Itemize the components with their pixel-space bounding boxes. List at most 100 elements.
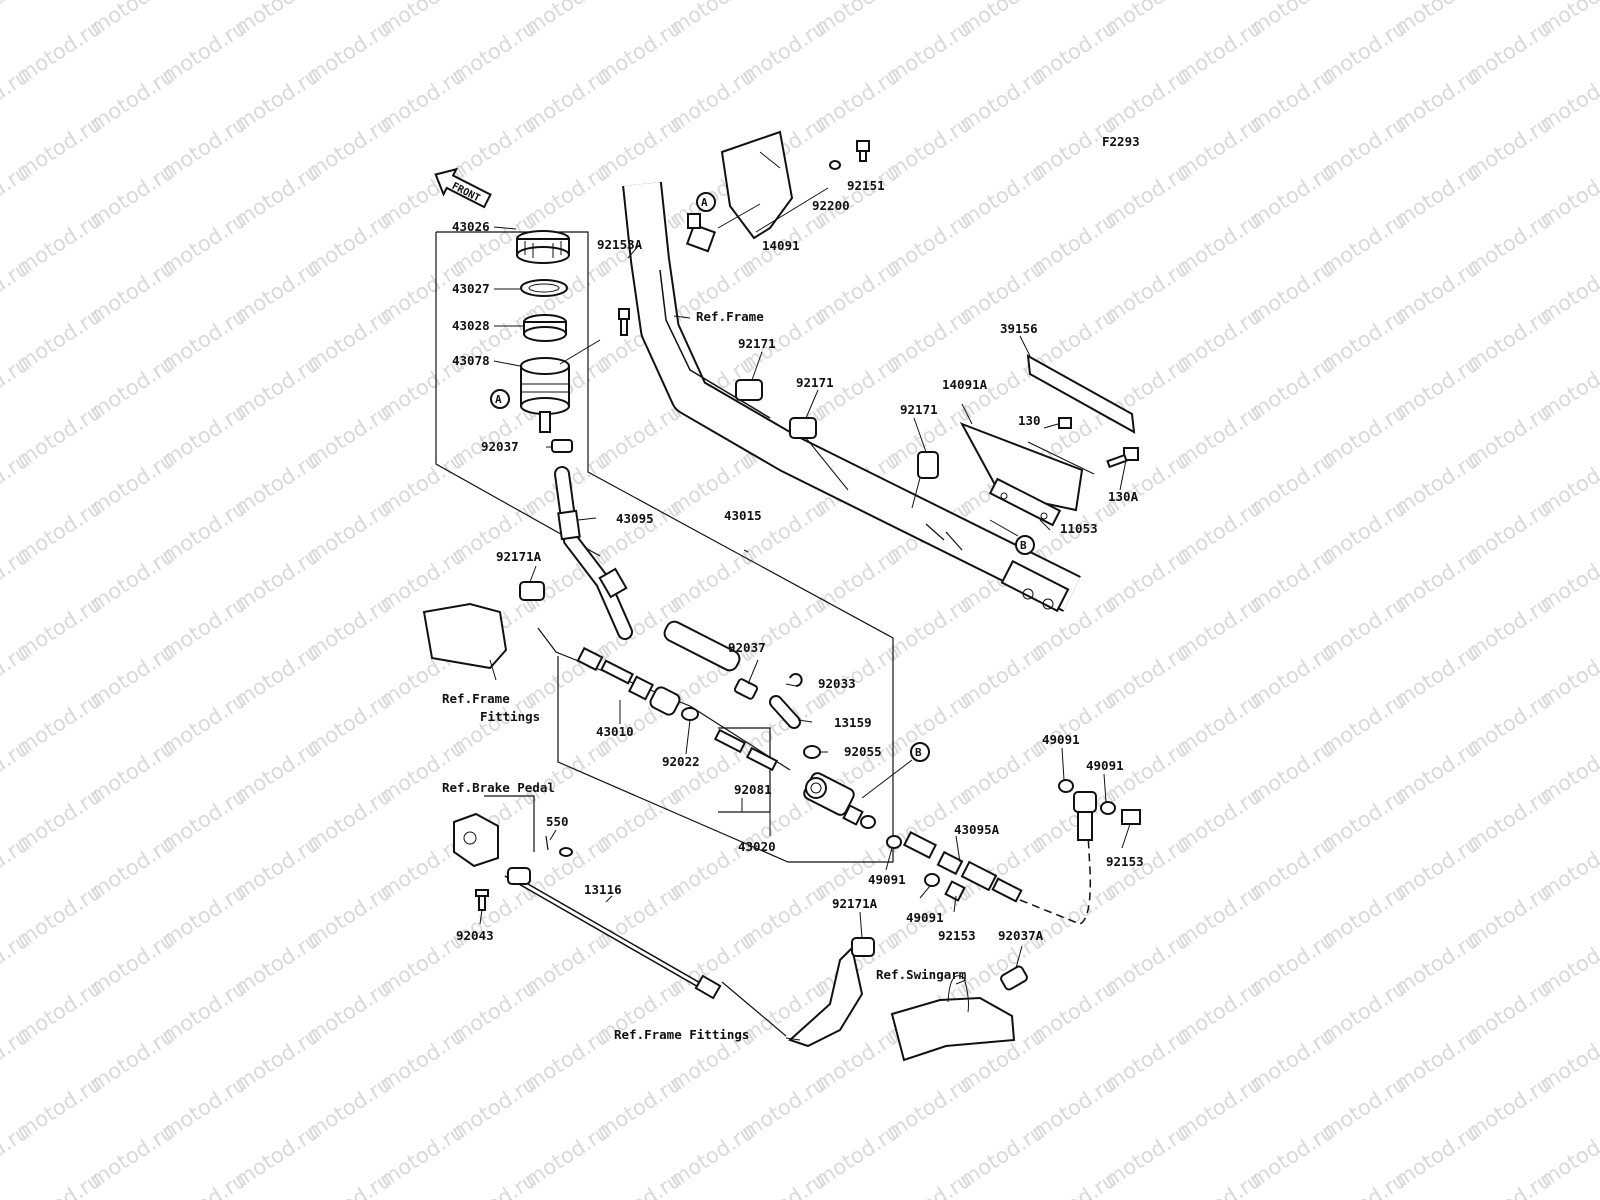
label-49091-a: 49091 — [868, 872, 906, 887]
label-43078: 43078 — [452, 353, 490, 368]
label-92153-a: 92153 — [938, 928, 976, 943]
label-43028: 43028 — [452, 318, 490, 333]
bracket-14091A — [959, 422, 1084, 512]
swingarm-section — [890, 996, 1016, 1062]
leader-92153A-line — [559, 339, 601, 365]
clamp-92037A — [1000, 965, 1028, 991]
label-92171A-bottom: 92171A — [832, 896, 878, 911]
label-ref-frame-fittings-2: Fittings — [480, 709, 540, 724]
label-92022: 92022 — [662, 754, 700, 769]
assembly-outline-bottom — [557, 656, 874, 863]
bolt-92153-b — [1121, 809, 1141, 825]
cover-14091 — [720, 130, 794, 240]
reservoir-cap-43026 — [516, 230, 570, 264]
bolt-92151 — [856, 140, 870, 162]
label-92037A: 92037A — [998, 928, 1044, 943]
callout-leaders — [479, 226, 1131, 1041]
label-ref-frame-fittings-1: Ref.Frame — [442, 691, 510, 706]
washer-49091-a — [886, 835, 902, 849]
frame-band-b — [945, 531, 963, 551]
label-92037-mid: 92037 — [728, 640, 766, 655]
push-rod-end — [694, 974, 722, 1000]
frame-band-a — [925, 523, 945, 541]
reservoir-43078 — [520, 357, 570, 433]
swingarm-loop — [947, 975, 969, 1013]
washer-49091-b — [924, 873, 940, 887]
plate-11053 — [988, 477, 1062, 527]
frame-end-mount — [1000, 559, 1070, 613]
marker-B-cylinder: B — [910, 742, 930, 762]
banjo-fitting-43095A — [903, 831, 1023, 903]
connector-13159 — [771, 697, 799, 727]
label-ref-swingarm: Ref.Swingarm — [876, 967, 967, 982]
label-ref-frame-fittings-bottom: Ref.Frame Fittings — [614, 1027, 749, 1042]
label-14091: 14091 — [762, 238, 800, 253]
clamp-92171-a — [735, 379, 763, 401]
leader-14091-bolt — [755, 187, 829, 233]
label-92043: 92043 — [456, 928, 494, 943]
washer-92200 — [829, 160, 841, 170]
label-13116: 13116 — [584, 882, 622, 897]
hose-sleeve-a — [557, 509, 581, 541]
hose-clamp-92037-mid — [733, 678, 759, 700]
leader-B-frame — [989, 519, 1019, 537]
o-ring-92055 — [803, 745, 821, 759]
label-550: 550 — [546, 814, 569, 829]
assembly-outline-left — [435, 232, 601, 557]
brake-pedal-hole — [463, 831, 477, 845]
circlip-92033 — [789, 673, 803, 687]
bolt-92153A — [618, 308, 630, 336]
callout-labels: 43026 43027 43028 43078 92037 92153A 430… — [442, 178, 1144, 1042]
marker-B-frame: B — [1015, 535, 1035, 555]
piston-assembly-43010 — [576, 646, 681, 716]
frame-gusset — [659, 269, 771, 419]
label-39156: 39156 — [1000, 321, 1038, 336]
pin-92043 — [475, 889, 489, 911]
frame-fitting-left — [422, 602, 508, 670]
front-arrow-icon — [434, 167, 492, 209]
cover-slot — [759, 151, 781, 169]
reservoir-hose-43095 — [556, 468, 631, 638]
marker-A-reservoir: A — [490, 389, 510, 409]
svg-text:B: B — [915, 746, 922, 759]
label-130A: 130A — [1108, 489, 1139, 504]
label-92171-a: 92171 — [738, 336, 776, 351]
brake-pedal-outline — [484, 795, 535, 852]
label-49091-b: 49091 — [906, 910, 944, 925]
marker-A-frame: A — [696, 192, 716, 212]
diaphragm-43028 — [523, 314, 567, 342]
brake-line-dashed — [1019, 833, 1092, 925]
diaphragm-plate-43027 — [520, 279, 568, 297]
clamp-92171-c — [917, 451, 939, 479]
label-ref-brake-pedal: Ref.Brake Pedal — [442, 780, 555, 795]
leader-B-cylinder — [861, 759, 913, 799]
master-cylinder-body-43020 — [803, 772, 864, 826]
label-92037-top: 92037 — [481, 439, 519, 454]
assembly-outline-43015 — [436, 231, 894, 863]
label-43095: 43095 — [616, 511, 654, 526]
clamp-92171-b — [789, 417, 817, 439]
bolt-130 — [1058, 417, 1072, 429]
label-13159: 13159 — [834, 715, 872, 730]
washer-550 — [559, 847, 573, 857]
label-92033: 92033 — [818, 676, 856, 691]
label-92055: 92055 — [844, 744, 882, 759]
bracket-43020 — [718, 727, 771, 813]
label-130: 130 — [1018, 413, 1041, 428]
label-ref-frame: Ref.Frame — [696, 309, 764, 324]
label-43027: 43027 — [452, 281, 490, 296]
washer-49091-c — [1058, 779, 1074, 793]
leader-A-cover — [717, 203, 761, 229]
svg-text:A: A — [495, 393, 502, 406]
label-92151: 92151 — [847, 178, 885, 193]
label-49091-d: 49091 — [1086, 758, 1124, 773]
push-rod-13116 — [505, 872, 709, 992]
figure-code: F2293 — [1102, 134, 1140, 149]
leader-rod-to-frame — [721, 981, 787, 1037]
bolt-92153-a — [944, 880, 966, 902]
clamp-92171A-left — [519, 581, 545, 601]
label-92171A-left: 92171A — [496, 549, 542, 564]
front-arrow: FRONT — [434, 167, 492, 209]
